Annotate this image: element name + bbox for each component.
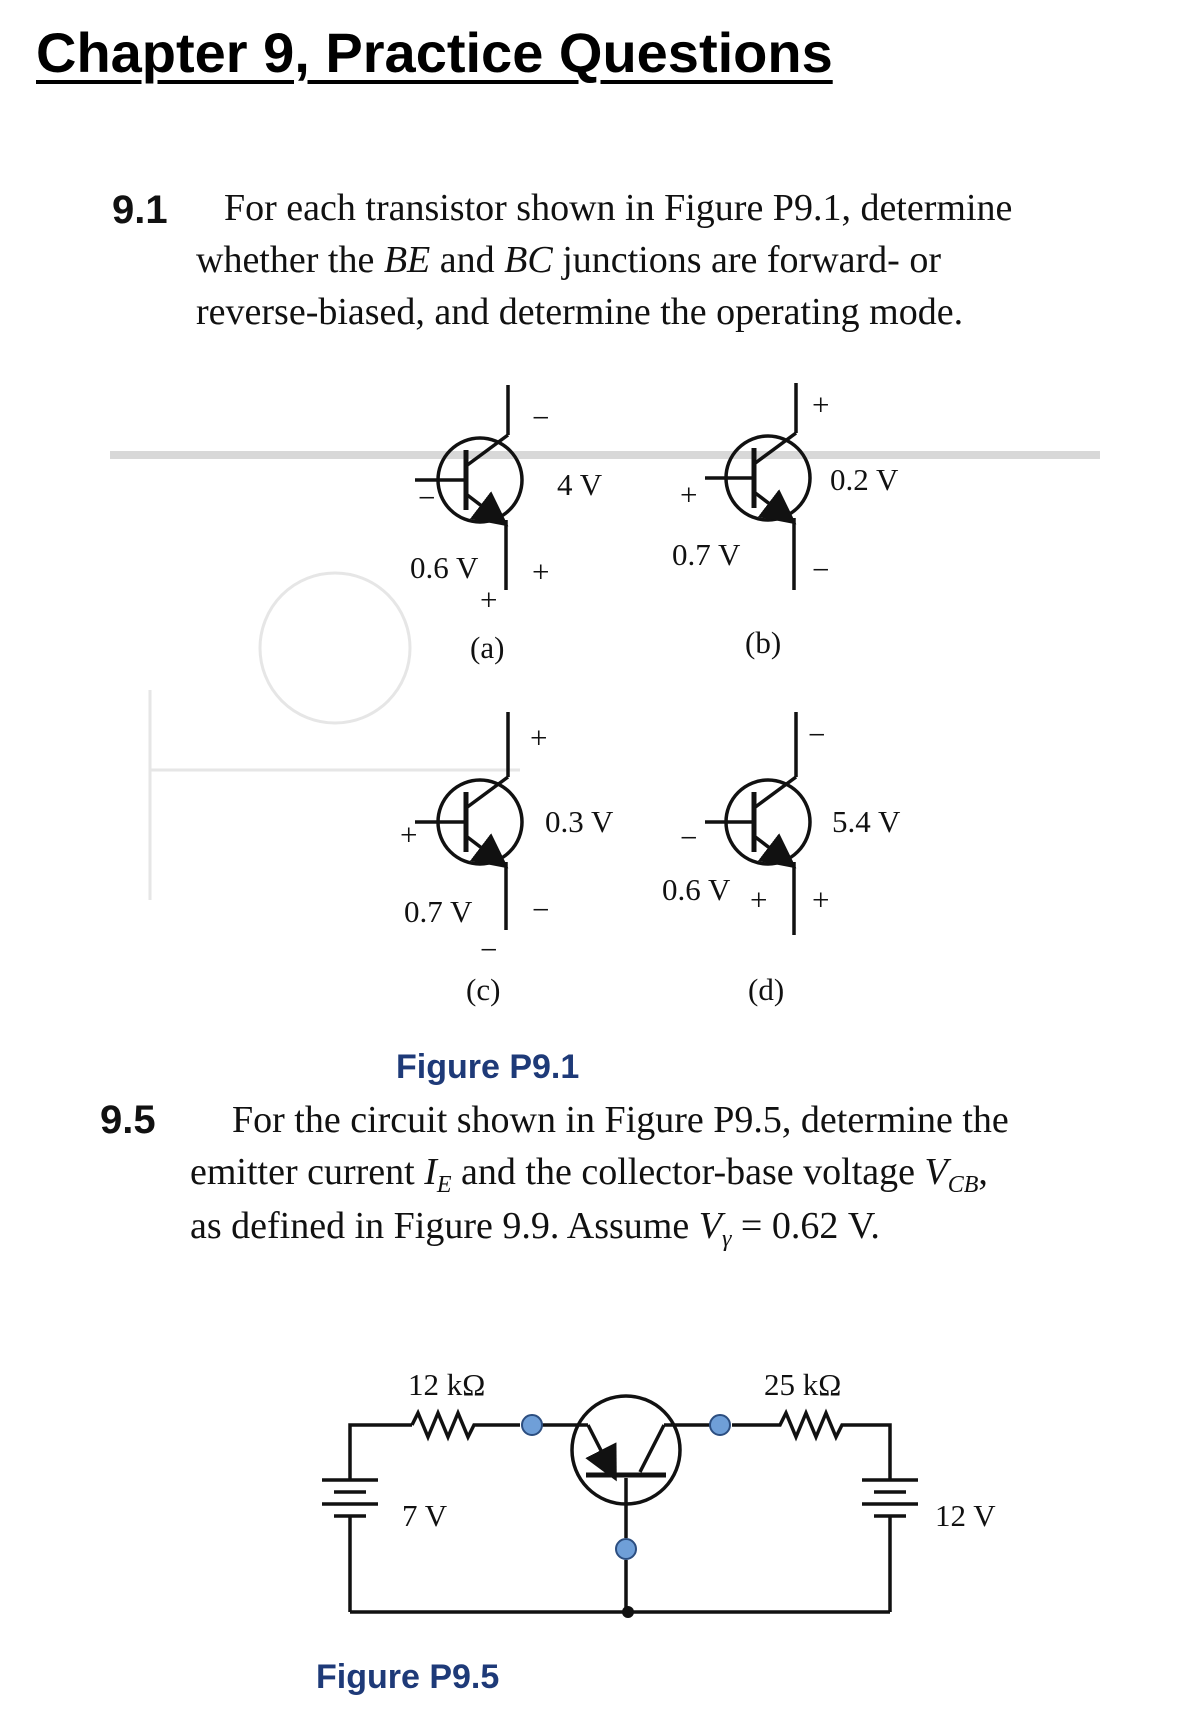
page-title: Chapter 9, Practice Questions xyxy=(36,21,833,84)
resistor-12k-label: 12 kΩ xyxy=(408,1367,485,1402)
question-number-9-1: 9.1 xyxy=(112,188,168,232)
figure-p9-5-caption: Figure P9.5 xyxy=(316,1658,500,1696)
b-emitter-sign: − xyxy=(812,552,829,587)
c-base-sign: + xyxy=(400,817,417,852)
b-vbe-label: 0.7 V xyxy=(672,537,741,572)
d-collector-sign: − xyxy=(808,717,825,752)
resistor-25k-label: 25 kΩ xyxy=(764,1367,841,1402)
d-base-sign: − xyxy=(680,820,697,855)
b-vce-label: 0.2 V xyxy=(830,462,899,497)
b-collector-sign: + xyxy=(812,387,829,422)
a-label: (a) xyxy=(470,630,504,665)
a-vce-label: 4 V xyxy=(557,467,603,502)
emitter-terminal-node xyxy=(521,1414,543,1436)
figure-p9-1-caption: Figure P9.1 xyxy=(396,1048,580,1086)
q95-line-1: For the circuit shown in Figure P9.5, de… xyxy=(232,1099,1009,1141)
transistor-c xyxy=(415,712,524,930)
q91-line-1: For each transistor shown in Figure P9.1… xyxy=(224,187,1013,229)
d-vbe-label: 0.6 V xyxy=(662,872,731,907)
c-base-bottom-sign: − xyxy=(480,932,497,967)
a-collector-sign: − xyxy=(532,400,549,435)
c-emitter-sign: − xyxy=(532,892,549,927)
q95-line-3: as defined in Figure 9.9. Assume Vγ = 0.… xyxy=(190,1205,880,1252)
battery-7v-label: 7 V xyxy=(402,1498,448,1533)
circuit-p9-5 xyxy=(322,1394,918,1614)
b-label: (b) xyxy=(745,625,781,660)
c-label: (c) xyxy=(466,972,500,1007)
q95-line-2: emitter current IE and the collector-bas… xyxy=(190,1151,988,1198)
b-base-sign: + xyxy=(680,477,697,512)
q91-line-3: reverse-biased, and determine the operat… xyxy=(196,291,964,333)
battery-12v-label: 12 V xyxy=(935,1498,996,1533)
question-number-9-5: 9.5 xyxy=(100,1098,156,1142)
d-base-bottom-sign: + xyxy=(750,882,767,917)
transistor-a xyxy=(415,385,524,590)
c-vbe-label: 0.7 V xyxy=(404,894,473,929)
collector-terminal-node xyxy=(709,1414,731,1436)
a-base-bottom-sign: + xyxy=(480,582,497,617)
d-emitter-sign: + xyxy=(812,882,829,917)
base-terminal-node xyxy=(615,1538,637,1560)
a-vbe-label: 0.6 V xyxy=(410,550,479,585)
q91-line-2: whether the BE and BC junctions are forw… xyxy=(196,239,941,281)
transistor-d xyxy=(705,712,812,935)
a-emitter-sign: + xyxy=(532,554,549,589)
a-base-sign: − xyxy=(418,480,435,515)
d-label: (d) xyxy=(748,972,784,1007)
c-collector-sign: + xyxy=(530,720,547,755)
ground-junction-dot xyxy=(622,1606,634,1618)
transistor-b xyxy=(705,383,812,590)
c-vce-label: 0.3 V xyxy=(545,804,614,839)
d-vce-label: 5.4 V xyxy=(832,804,901,839)
